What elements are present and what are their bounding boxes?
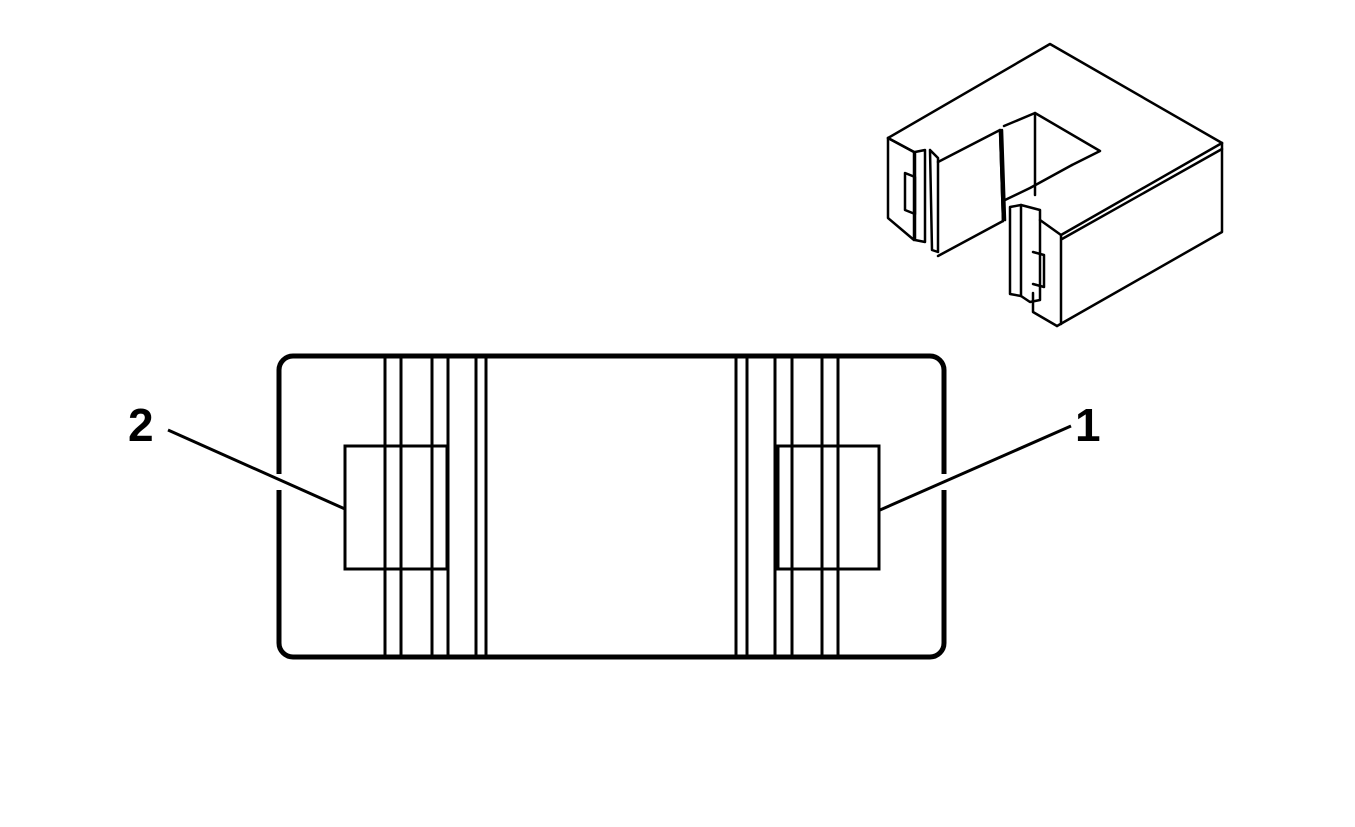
callout-label-1: 1 (1075, 399, 1101, 451)
top-view (167, 353, 1072, 660)
leader-line-1 (879, 424, 1072, 512)
outer-housing (276, 353, 947, 660)
callout-label-2: 2 (128, 399, 154, 451)
isometric-clip-view (886, 42, 1224, 328)
right-ribs (734, 356, 840, 657)
leader-line-2 (167, 428, 346, 511)
left-ribs (383, 356, 488, 657)
right-tab (776, 444, 881, 571)
